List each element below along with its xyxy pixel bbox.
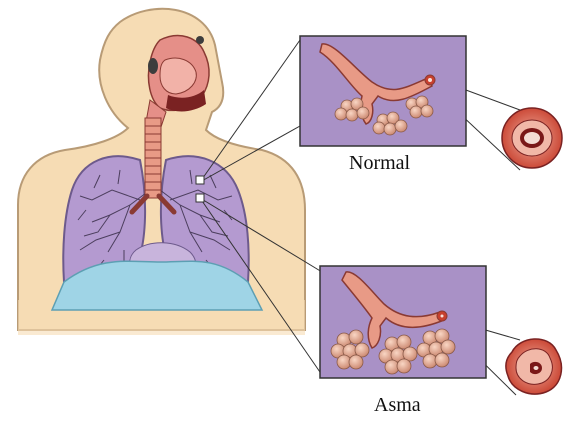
asma-panel	[320, 266, 486, 378]
asma-airway-cross-section	[506, 339, 562, 394]
normal-panel	[300, 36, 466, 146]
normal-airway-cross-section	[502, 108, 562, 168]
normal-label: Normal	[349, 152, 410, 175]
asma-label: Asma	[374, 394, 421, 417]
nasal-shading	[148, 58, 158, 74]
